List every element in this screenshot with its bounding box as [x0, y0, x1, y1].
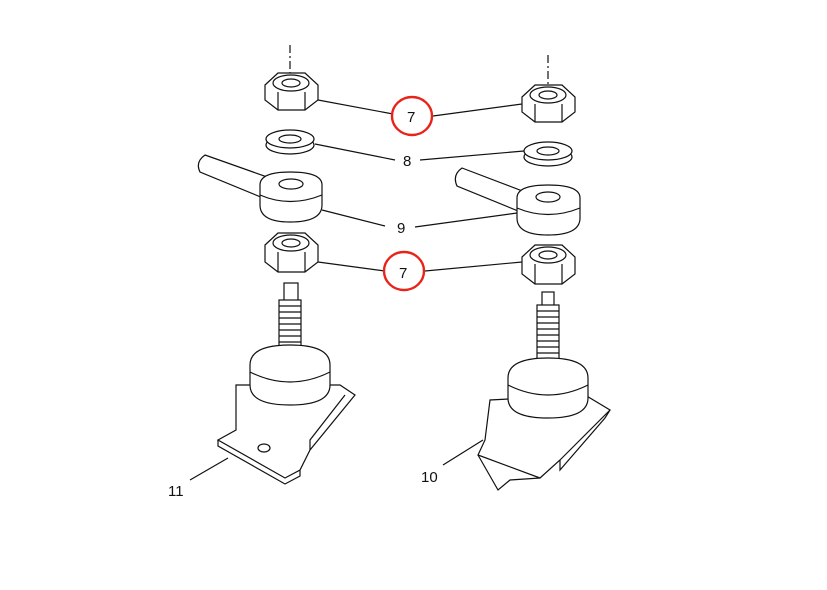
highlight-circle-top	[390, 95, 434, 137]
right-bottom-nut	[521, 244, 576, 285]
right-top-nut	[521, 84, 576, 123]
left-bottom-nut	[264, 232, 319, 273]
left-lock-washer	[265, 129, 315, 155]
callout-7-bottom: 7	[399, 265, 407, 282]
left-mount-foot	[216, 344, 356, 485]
callout-8: 8	[403, 153, 411, 170]
highlight-circle-bottom	[382, 250, 426, 292]
right-lock-washer	[523, 141, 573, 167]
callout-11: 11	[168, 483, 184, 500]
left-top-nut	[264, 72, 319, 111]
leader-lines	[189, 99, 525, 481]
right-eye-lever	[454, 167, 581, 236]
callout-9: 9	[397, 220, 405, 237]
callout-7-top: 7	[407, 109, 415, 126]
left-assembly	[197, 45, 356, 485]
right-mount-foot	[477, 357, 611, 491]
left-eye-lever	[197, 154, 323, 223]
right-assembly	[454, 55, 611, 491]
callout-10: 10	[421, 469, 438, 486]
